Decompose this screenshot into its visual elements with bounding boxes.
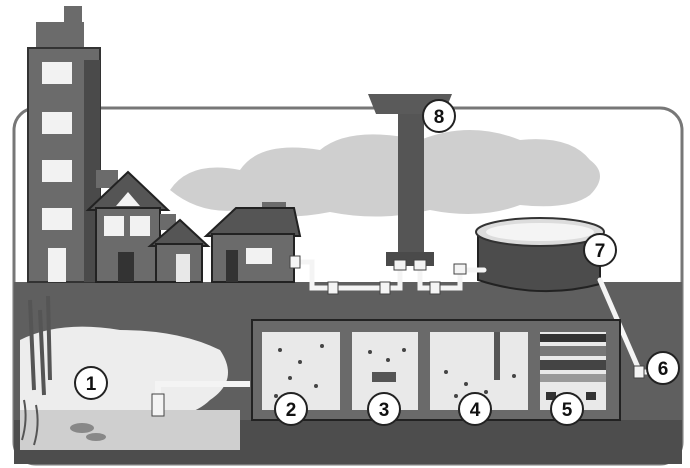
label-badge-7: 7 [584,234,616,266]
label-badge-4: 4 [459,393,491,425]
label-4: 4 [470,400,481,421]
label-1: 1 [86,374,97,395]
intake-valve [152,394,164,416]
label-badge-6: 6 [647,352,679,384]
label-7: 7 [595,241,606,262]
label-badge-5: 5 [551,393,583,425]
label-badge-2: 2 [275,393,307,425]
label-6: 6 [658,359,669,380]
label-badge-8: 8 [423,100,455,132]
label-badge-1: 1 [75,367,107,399]
label-2: 2 [286,400,297,421]
label-badge-3: 3 [368,393,400,425]
label-5: 5 [562,400,573,421]
label-3: 3 [379,400,390,421]
apartment-building [28,6,100,282]
label-8: 8 [434,107,445,128]
